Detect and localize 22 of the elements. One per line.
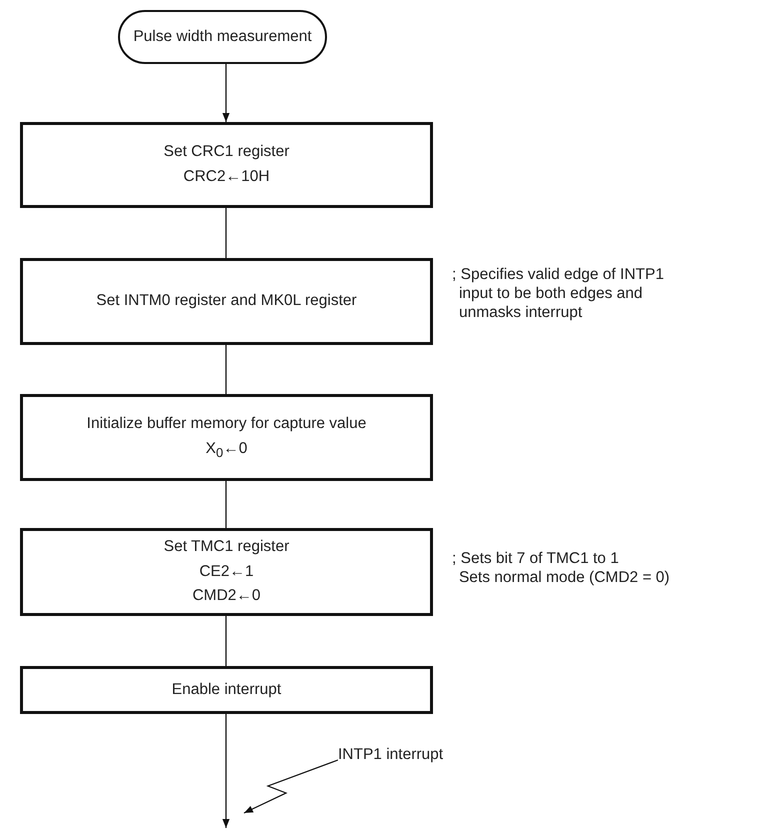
arrow [222,714,230,828]
process-box [20,394,433,481]
comment-text: ; Specifies valid edge of INTP1 input to be both edges and unmasks interrupt [452,266,665,323]
step-text: Pulse width measurement [133,28,312,46]
step-text: Set INTM0 register and MK0L register [96,292,357,311]
comment-text: ; Sets bit 7 of TMC1 to 1 [452,550,620,569]
step-text: Initialize buffer memory for capture value [86,414,366,434]
step-detail: CE2←1 [199,562,254,582]
step-text: Set CRC1 register [164,143,290,162]
process-box [20,666,433,714]
step-detail: CRC2←10H [183,168,270,187]
arrow [222,64,230,122]
process-box [20,528,433,616]
process-box [20,258,433,345]
step-text: Set TMC1 register [164,538,290,557]
process-box [20,122,433,208]
step-text: Enable interrupt [172,680,282,700]
interrupt-arrow [244,759,338,814]
terminal-box [118,10,327,64]
step-detail: X$_{0}$←0 [206,440,248,460]
comment-text: Sets normal mode (CMD2 = 0) [458,568,671,588]
step-detail: CMD2←0 [192,587,261,606]
